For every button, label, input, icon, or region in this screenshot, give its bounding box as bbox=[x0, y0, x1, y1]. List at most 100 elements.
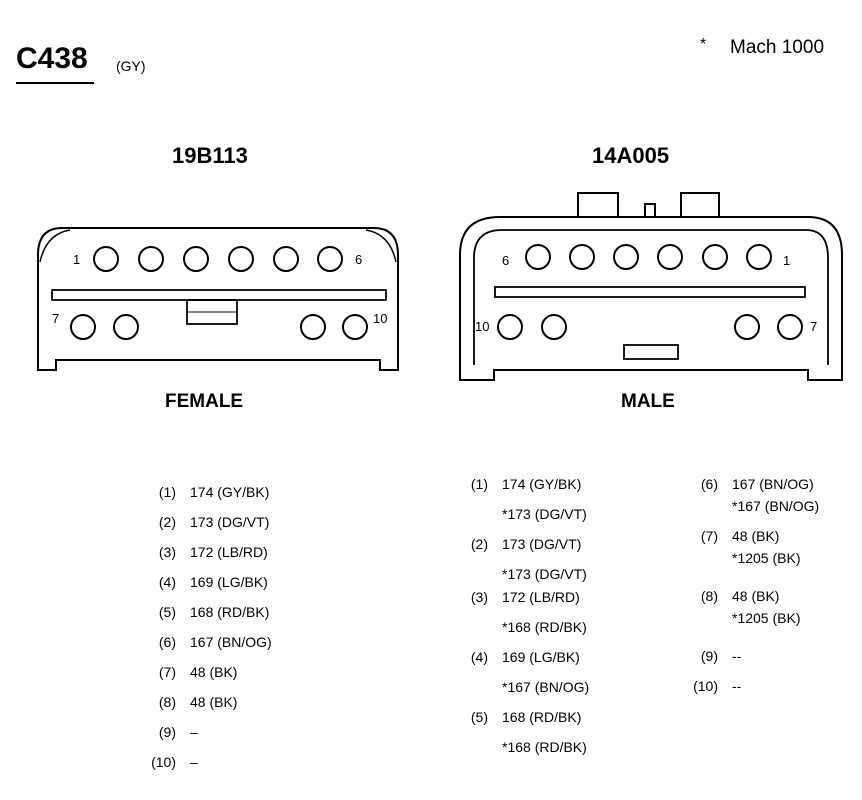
pin-number: (4) bbox=[470, 649, 488, 665]
circuit-text: 168 (RD/BK) bbox=[190, 604, 270, 620]
male-label: MALE bbox=[621, 391, 675, 412]
connector-id-underline bbox=[16, 82, 94, 84]
male-pin-10 bbox=[497, 314, 523, 340]
female-part-number: 19B113 bbox=[172, 143, 248, 168]
pinout-row: (6) 167 (BN/OG) bbox=[138, 634, 272, 650]
alt-circuit-text: *1205 (BK) bbox=[732, 550, 801, 566]
pinout-row: (4) 169 (LG/BK) bbox=[138, 574, 268, 590]
connector-id: C438 bbox=[16, 42, 88, 75]
male-pin-2 bbox=[702, 244, 728, 270]
male-label-pin-6: 6 bbox=[502, 253, 510, 268]
pinout-row: (1) 174 (GY/BK) bbox=[138, 484, 270, 500]
circuit-text: 48 (BK) bbox=[732, 528, 780, 544]
pin-number: (10) bbox=[151, 754, 176, 770]
female-pin-10 bbox=[342, 314, 368, 340]
circuit-text: -- bbox=[732, 678, 742, 694]
pin-number: (5) bbox=[470, 709, 488, 725]
pin-number: (2) bbox=[158, 514, 176, 530]
male-pin-8 bbox=[734, 314, 760, 340]
pinout-row: (6) 167 (BN/OG) bbox=[680, 476, 814, 492]
pinout-row: (2) 173 (DG/VT) bbox=[138, 514, 269, 530]
pinout-row: *1205 (BK) bbox=[680, 610, 800, 626]
male-pin-cavities bbox=[497, 244, 803, 340]
pinout-row: (3)172 (LB/RD) bbox=[138, 544, 268, 560]
female-pin-5 bbox=[273, 246, 299, 272]
male-pin-3 bbox=[657, 244, 683, 270]
pin-number: (1) bbox=[158, 484, 176, 500]
male-pin-9 bbox=[541, 314, 567, 340]
pinout-row: *167 (BN/OG) bbox=[680, 498, 819, 514]
male-pin-6 bbox=[525, 244, 551, 270]
circuit-text: 167 (BN/OG) bbox=[732, 476, 814, 492]
female-label: FEMALE bbox=[165, 391, 244, 412]
female-pin-1 bbox=[93, 246, 119, 272]
female-pin-cavities bbox=[70, 246, 368, 340]
female-label-pin-10: 10 bbox=[373, 311, 388, 326]
pin-number: (3) bbox=[470, 589, 488, 605]
female-pin-2 bbox=[138, 246, 164, 272]
pinout-row: (8) 48 (BK) bbox=[138, 694, 238, 710]
circuit-text: 173 (DG/VT) bbox=[502, 536, 582, 552]
alt-circuit-text: *167 (BN/OG) bbox=[502, 679, 590, 695]
pinout-row: (7)48 (BK) bbox=[680, 528, 780, 544]
pin-number: (6) bbox=[700, 476, 718, 492]
female-pin-4 bbox=[228, 246, 254, 272]
circuit-text: – bbox=[190, 724, 198, 740]
pin-number: (1) bbox=[470, 476, 488, 492]
female-label-pin-6: 6 bbox=[355, 252, 363, 267]
pinout-row: (1) 174 (GY/BK) bbox=[450, 476, 582, 492]
circuit-text: 169 (LG/BK) bbox=[502, 649, 580, 665]
alt-circuit-text: *167 (BN/OG) bbox=[732, 498, 820, 514]
pinout-row: (2) 173 (DG/VT) bbox=[450, 536, 581, 552]
pin-number: (9) bbox=[158, 724, 176, 740]
pinout-row: *173 (DG/VT) bbox=[450, 566, 587, 582]
male-pin-1 bbox=[746, 244, 772, 270]
alt-circuit-text: *173 (DG/VT) bbox=[502, 506, 587, 522]
alt-circuit-text: *168 (RD/BK) bbox=[502, 739, 587, 755]
male-label-pin-7: 7 bbox=[810, 319, 818, 334]
pin-number: (4) bbox=[158, 574, 176, 590]
circuit-text: – bbox=[190, 754, 198, 770]
circuit-text: 48 (BK) bbox=[190, 694, 238, 710]
pin-number: (6) bbox=[158, 634, 176, 650]
circuit-text: 172 (LB/RD) bbox=[190, 544, 268, 560]
circuit-text: 173 (DG/VT) bbox=[190, 514, 270, 530]
pinout-row: (7)48 (BK) bbox=[138, 664, 238, 680]
female-pin-6 bbox=[317, 246, 343, 272]
alt-circuit-text: *168 (RD/BK) bbox=[502, 619, 587, 635]
pin-number: (10) bbox=[693, 678, 718, 694]
pinout-row: (5)168 (RD/BK) bbox=[138, 604, 269, 620]
circuit-text: 174 (GY/BK) bbox=[502, 476, 582, 492]
pinout-row: *168 (RD/BK) bbox=[450, 739, 587, 755]
circuit-text: 174 (GY/BK) bbox=[190, 484, 270, 500]
female-connector-face bbox=[37, 227, 399, 371]
alt-circuit-text: *173 (DG/VT) bbox=[502, 566, 587, 582]
female-pin-3 bbox=[183, 246, 209, 272]
pin-number: (8) bbox=[158, 694, 176, 710]
pinout-row: (5)168 (RD/BK) bbox=[450, 709, 581, 725]
connector-color: (GY) bbox=[116, 58, 146, 74]
female-pin-7 bbox=[70, 314, 96, 340]
note-text: Mach 1000 bbox=[730, 37, 825, 58]
pin-number: (9) bbox=[700, 648, 718, 664]
pinout-row: *1205 (BK) bbox=[680, 550, 800, 566]
pinout-row: *167 (BN/OG) bbox=[450, 679, 589, 695]
male-connector-face bbox=[459, 192, 843, 381]
pin-number: (2) bbox=[470, 536, 488, 552]
male-pin-4 bbox=[613, 244, 639, 270]
circuit-text: 169 (LG/BK) bbox=[190, 574, 268, 590]
male-part-number: 14A005 bbox=[592, 143, 670, 168]
circuit-text: 48 (BK) bbox=[732, 588, 780, 604]
circuit-text: 172 (LB/RD) bbox=[502, 589, 580, 605]
male-label-pin-1: 1 bbox=[783, 253, 791, 268]
male-label-pin-10: 10 bbox=[475, 319, 490, 334]
circuit-text: 167 (BN/OG) bbox=[190, 634, 272, 650]
circuit-text: -- bbox=[732, 648, 742, 664]
alt-circuit-text: *1205 (BK) bbox=[732, 610, 801, 626]
female-label-pin-7: 7 bbox=[52, 311, 60, 326]
pinout-row: (10)– bbox=[138, 754, 198, 770]
male-pin-5 bbox=[569, 244, 595, 270]
pinout-row: *168 (RD/BK) bbox=[450, 619, 587, 635]
pinout-row: (4) 169 (LG/BK) bbox=[450, 649, 580, 665]
